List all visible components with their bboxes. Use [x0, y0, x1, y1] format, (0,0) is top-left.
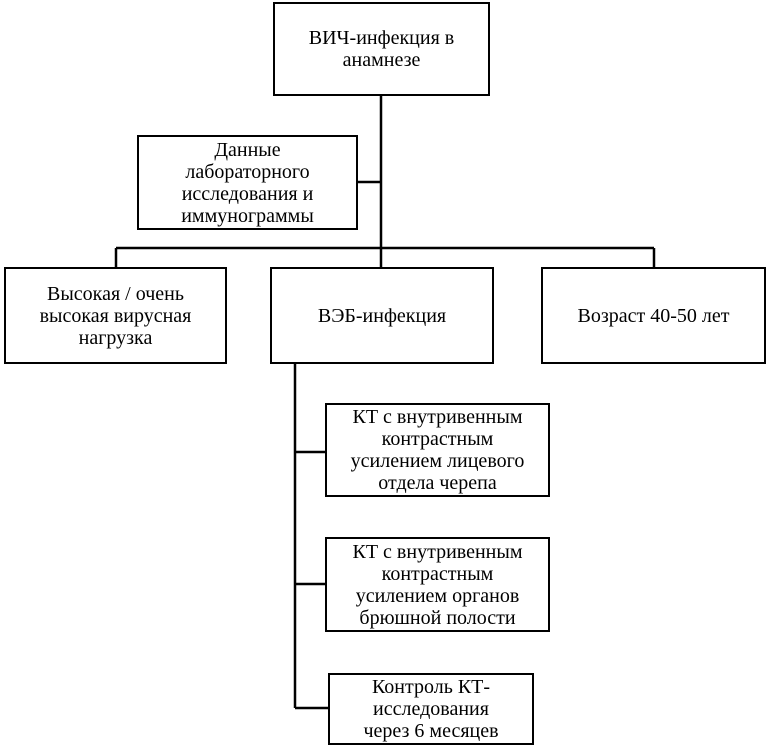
- node-ct-abdomen: КТ с внутривенным контрастным усилением …: [325, 537, 550, 632]
- node-hiv-line-2: анамнезе: [342, 49, 421, 71]
- node-ct-control-line-1: Контроль КТ-: [371, 676, 491, 698]
- node-ct-face-line-4: отдела черепа: [378, 472, 497, 494]
- node-hiv-line-1: ВИЧ-инфекция в: [308, 27, 455, 49]
- node-ct-abdomen-line-3: усилением органов: [355, 584, 520, 607]
- node-lab-line-3: исследования и: [181, 182, 314, 205]
- node-ebv-line-1: ВЭБ-инфекция: [317, 304, 447, 327]
- node-viral-load-line-3: нагрузка: [78, 326, 153, 349]
- node-ct-abdomen-line-2: контрастным: [381, 562, 494, 585]
- node-ct-control-line-2: исследования: [373, 698, 489, 720]
- node-age-line-1: Возраст 40-50 лет: [577, 304, 730, 327]
- node-ebv-infection: ВЭБ-инфекция: [270, 267, 494, 364]
- node-ct-face: КТ с внутривенным контрастным усилением …: [325, 403, 550, 497]
- node-viral-load-line-1: Высокая / очень: [47, 282, 184, 305]
- node-ct-face-line-1: КТ с внутривенным: [352, 406, 523, 428]
- node-ct-abdomen-line-4: брюшной полости: [359, 606, 516, 629]
- node-lab-data: Данные лабораторного исследования и имму…: [137, 135, 358, 230]
- node-ct-face-line-2: контрастным: [381, 428, 494, 450]
- node-ct-face-line-3: усилением лицевого: [350, 450, 525, 472]
- node-ct-control: Контроль КТ- исследования через 6 месяце…: [328, 673, 534, 745]
- node-viral-load: Высокая / очень высокая вирусная нагрузк…: [4, 267, 227, 364]
- node-ct-control-line-3: через 6 месяцев: [363, 720, 499, 742]
- node-viral-load-line-2: высокая вирусная: [39, 304, 192, 327]
- node-lab-line-2: лабораторного: [185, 160, 310, 183]
- node-age: Возраст 40-50 лет: [541, 267, 766, 364]
- node-ct-abdomen-line-1: КТ с внутривенным: [352, 540, 523, 563]
- node-hiv-history: ВИЧ-инфекция в анамнезе: [273, 2, 490, 96]
- node-lab-line-4: иммунограммы: [181, 204, 314, 227]
- node-lab-line-1: Данные: [214, 138, 281, 161]
